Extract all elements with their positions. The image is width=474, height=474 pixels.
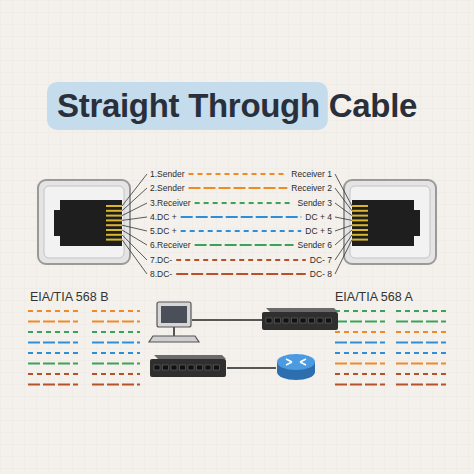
color-order-line [335,331,385,333]
pin-label: Receiver 2 [291,182,332,194]
pin-label: DC- 7 [310,254,332,266]
color-order-line [92,342,140,344]
color-order-line [396,373,446,375]
rj45-jack [344,180,436,264]
cable-wire [181,230,302,232]
color-order-line [28,363,78,365]
color-order-line [335,342,385,344]
jack-contact [352,239,368,241]
jack-contact [352,229,368,231]
color-order-line [28,310,78,312]
pin-label: 6.Receiver [150,239,191,251]
fan-line [122,203,147,216]
pin-label: Sender 6 [298,239,333,251]
pin-label: Sender 3 [298,197,333,209]
fan-line [335,225,352,231]
color-order-line [92,321,140,323]
rj45-jack [38,180,130,264]
switch-icon [150,355,226,377]
standard-label: EIA/TIA 568 A [335,289,413,305]
standard-label: EIA/TIA 568 B [30,289,109,305]
pin-label: DC + 4 [305,211,332,223]
color-order-line [396,384,446,386]
fan-line [335,240,352,274]
jack-contact [352,215,368,217]
cable-wire [195,244,294,246]
cable-wire [181,216,302,218]
color-order-line [335,352,385,354]
title: Straight Through Cable [57,86,417,126]
cable-wire [195,202,294,204]
jack-contact [352,224,368,226]
color-order-line [92,331,140,333]
jack-contact [106,229,122,231]
fan-line [335,230,352,245]
color-order-line [92,352,140,354]
pin-label: 2.Sender [150,182,185,194]
fan-line [122,174,147,206]
jack-contact [106,219,122,221]
color-order-line [335,363,385,365]
fan-line [122,217,147,220]
network-link [192,319,262,320]
router-icon [277,354,315,380]
fan-line [122,240,147,274]
jack-contact [352,219,368,221]
color-order-line [335,384,385,386]
color-order-line [396,310,446,312]
cable-wire [189,187,288,189]
fan-line [122,230,147,245]
color-order-line [335,373,385,375]
pin-label: 3.Receiver [150,197,191,209]
network-link [227,367,276,368]
jack-contact [352,210,368,212]
switch-icon [262,308,338,330]
color-order-line [28,331,78,333]
color-order-line [28,342,78,344]
jack-contact [352,234,368,236]
pin-label: Receiver 1 [291,168,332,180]
fan-line [335,217,352,220]
color-order-line [396,363,446,365]
jack-contact [352,205,368,207]
pin-label: 4.DC + [150,211,177,223]
pin-label: DC- 8 [310,268,332,280]
pin-label: 8.DC- [150,268,172,280]
color-order-line [396,321,446,323]
fan-line [122,225,147,231]
fan-line [335,188,352,211]
pin-label: 7.DC- [150,254,172,266]
color-order-line [396,342,446,344]
color-order-line [92,373,140,375]
color-order-line [28,373,78,375]
computer-icon [149,302,199,342]
jack-contact [106,239,122,241]
color-order-line [28,321,78,323]
color-order-line [335,321,385,323]
jack-contact [106,224,122,226]
cable-wire [176,259,306,261]
fan-line [122,188,147,211]
color-order-line [335,310,385,312]
cable-wire [176,273,306,275]
jack-contact [106,210,122,212]
jack-contact [106,234,122,236]
color-order-line [92,310,140,312]
color-order-line [396,352,446,354]
jack-contact [106,215,122,217]
color-order-line [92,363,140,365]
pin-label: 5.DC + [150,225,177,237]
color-order-line [28,352,78,354]
pin-label: DC + 5 [305,225,332,237]
jack-contact [106,205,122,207]
fan-line [335,203,352,216]
pin-label: 1.Sender [150,168,185,180]
color-order-line [92,384,140,386]
color-order-line [396,331,446,333]
fan-line [335,174,352,206]
cable-wire [189,173,288,175]
color-order-line [28,384,78,386]
